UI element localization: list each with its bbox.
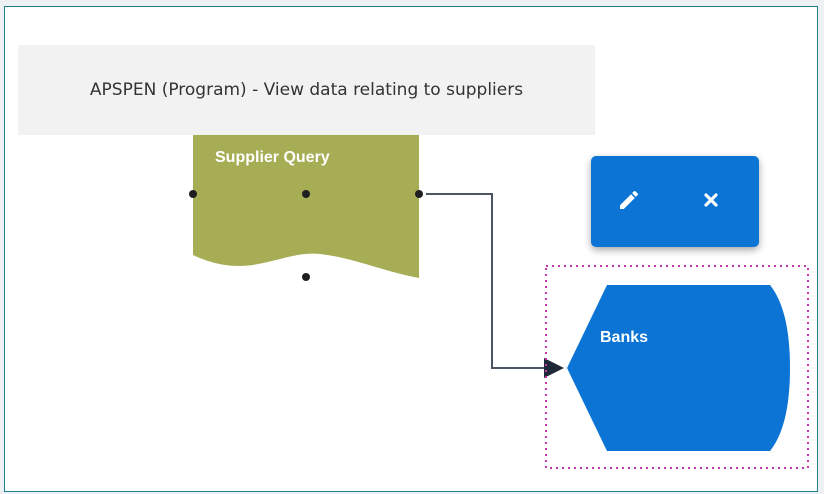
supplier-query-label: Supplier Query (215, 149, 330, 166)
close-icon (704, 193, 718, 207)
banks-label: Banks (600, 329, 649, 346)
banks-node[interactable] (567, 285, 790, 451)
connection-handle-left[interactable] (189, 190, 197, 198)
supplier-query-node[interactable] (193, 132, 419, 278)
node-tooltip: APSPEN (Program) - View data relating to… (18, 45, 595, 135)
selection-box (545, 265, 809, 469)
node-action-toolbar (591, 156, 759, 247)
connector-line[interactable] (426, 193, 564, 378)
edit-button[interactable] (609, 180, 649, 220)
tooltip-text: APSPEN (Program) - View data relating to… (89, 80, 524, 100)
connection-handle-bottom[interactable] (302, 273, 310, 281)
pencil-icon (620, 190, 639, 209)
connection-handle-top[interactable] (302, 190, 310, 198)
delete-button[interactable] (691, 180, 731, 220)
connection-handle-right[interactable] (415, 190, 423, 198)
